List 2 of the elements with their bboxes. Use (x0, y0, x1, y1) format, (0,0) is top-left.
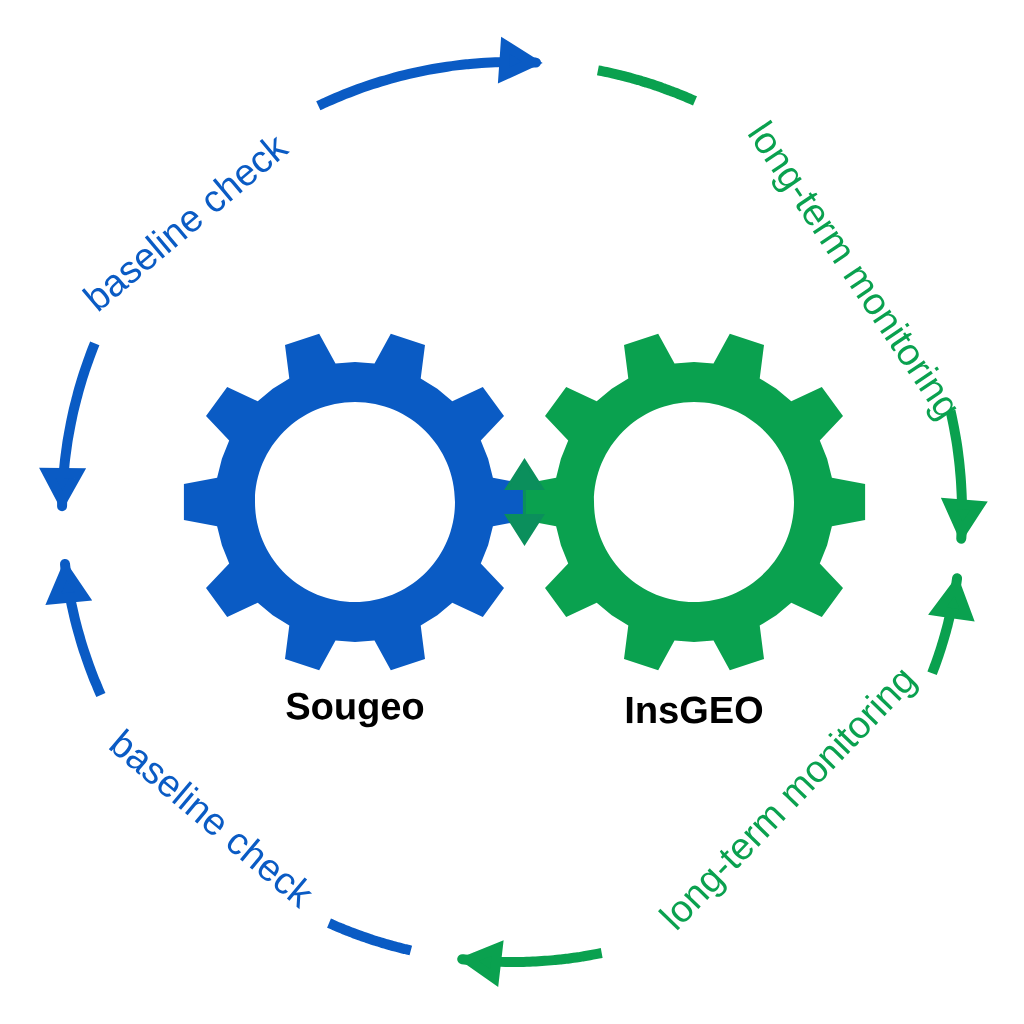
gear-label: Sougeo (286, 692, 424, 728)
gear-label: InsGEO (626, 696, 763, 724)
